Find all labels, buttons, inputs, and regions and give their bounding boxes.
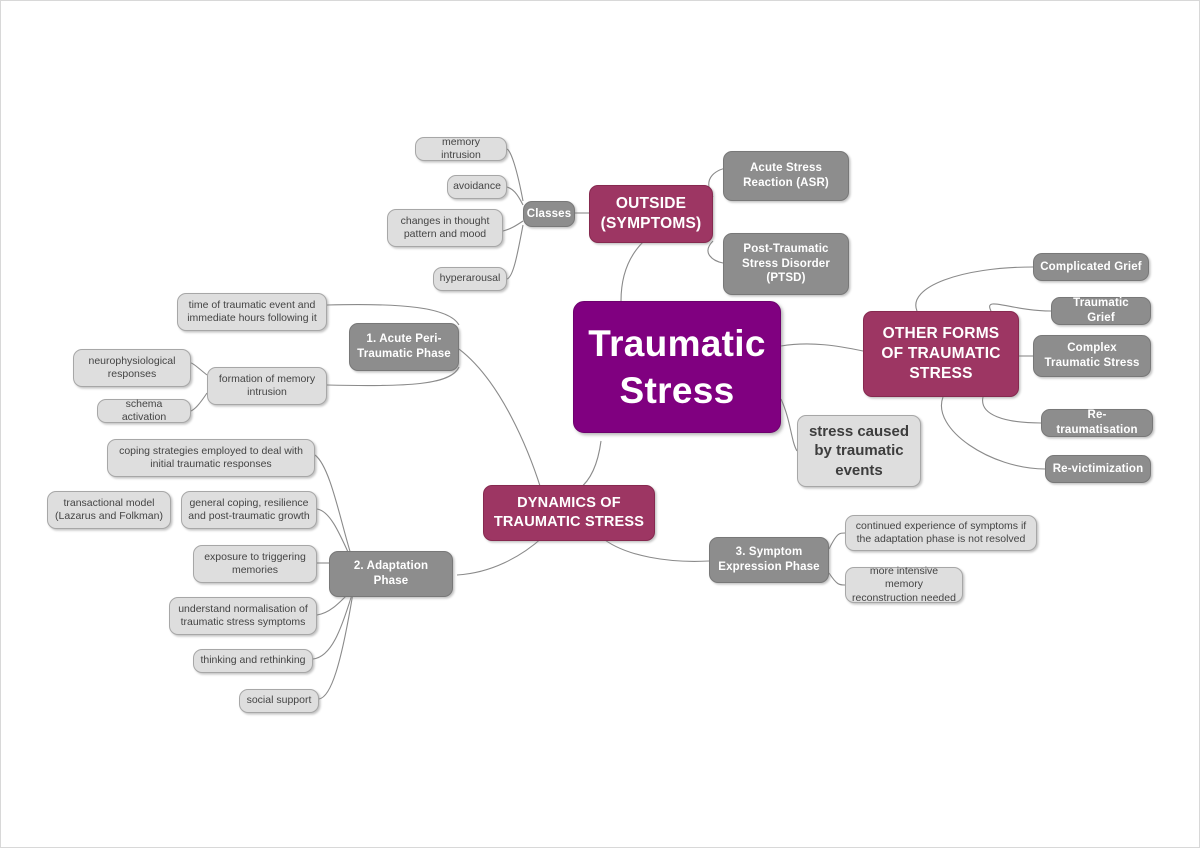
- branch-other-forms[interactable]: OTHER FORMS OF TRAUMATIC STRESS: [863, 311, 1019, 397]
- node-acute-stress-reaction[interactable]: Acute Stress Reaction (ASR): [723, 151, 849, 201]
- edge-phase3-memory: [828, 572, 846, 586]
- node-understand-normalisation[interactable]: understand normalisation of traumatic st…: [169, 597, 317, 635]
- node-thinking-rethinking[interactable]: thinking and rethinking: [193, 649, 313, 673]
- node-general-coping[interactable]: general coping, resilience and post-trau…: [181, 491, 317, 529]
- node-phase-2[interactable]: 2. Adaptation Phase: [329, 551, 453, 597]
- node-phase-1[interactable]: 1. Acute Peri-Traumatic Phase: [349, 323, 459, 371]
- node-changes-thought-mood[interactable]: changes in thought pattern and mood: [387, 209, 503, 247]
- edge-formation-neuro: [190, 362, 208, 376]
- node-classes[interactable]: Classes: [523, 201, 575, 227]
- node-complicated-grief[interactable]: Complicated Grief: [1033, 253, 1149, 281]
- node-continued-experience[interactable]: continued experience of symptoms if the …: [845, 515, 1037, 551]
- edge-dynamics-phase1: [458, 348, 542, 490]
- node-hyperarousal[interactable]: hyperarousal: [433, 267, 507, 291]
- edge-dynamics-phase2: [456, 536, 544, 576]
- edge-phase2-coping: [314, 454, 354, 562]
- node-transactional-model[interactable]: transactional model (Lazarus and Folkman…: [47, 491, 171, 529]
- edge-other-revictim: [940, 396, 1046, 470]
- node-re-victimization[interactable]: Re-victimization: [1045, 455, 1151, 483]
- node-coping-strategies[interactable]: coping strategies employed to deal with …: [107, 439, 315, 477]
- edge-other-traumaticgrief: [989, 303, 1052, 312]
- node-formation-memory-intrusion[interactable]: formation of memory intrusion: [207, 367, 327, 405]
- edge-phase2-thinking: [312, 590, 354, 660]
- node-social-support[interactable]: social support: [239, 689, 319, 713]
- edge-root-otherforms: [780, 343, 864, 352]
- node-traumatic-grief[interactable]: Traumatic Grief: [1051, 297, 1151, 325]
- edge-formation-schema: [190, 392, 208, 412]
- edge-phase3-continued: [828, 532, 846, 550]
- edge-other-retrauma: [982, 396, 1042, 424]
- node-complex-traumatic-stress[interactable]: Complex Traumatic Stress: [1033, 335, 1151, 377]
- edge-outside-ptsd: [707, 240, 724, 264]
- edge-phase1-time: [326, 303, 460, 326]
- node-time-of-traumatic-event[interactable]: time of traumatic event and immediate ho…: [177, 293, 327, 331]
- node-memory-intrusion[interactable]: memory intrusion: [415, 136, 507, 161]
- node-re-traumatisation[interactable]: Re-traumatisation: [1041, 409, 1153, 437]
- edge-classes-memory: [506, 148, 524, 202]
- root-node[interactable]: Traumatic Stress: [573, 301, 781, 433]
- edge-root-dynamics: [578, 440, 602, 490]
- branch-outside-symptoms[interactable]: OUTSIDE (SYMPTOMS): [589, 185, 713, 243]
- node-exposure-triggering-memories[interactable]: exposure to triggering memories: [193, 545, 317, 583]
- branch-dynamics[interactable]: DYNAMICS OF TRAUMATIC STRESS: [483, 485, 655, 541]
- edge-other-complicated: [915, 266, 1034, 312]
- edge-classes-hyper: [506, 224, 524, 280]
- node-ptsd[interactable]: Post-Traumatic Stress Disorder (PTSD): [723, 233, 849, 295]
- node-memory-reconstruction[interactable]: more intensive memory reconstruction nee…: [845, 565, 963, 604]
- node-phase-3[interactable]: 3. Symptom Expression Phase: [709, 537, 829, 583]
- node-avoidance[interactable]: avoidance: [447, 175, 507, 199]
- node-schema-activation[interactable]: schema activation: [97, 398, 191, 423]
- edge-phase2-social: [318, 592, 354, 700]
- node-neurophysiological-responses[interactable]: neurophysiological responses: [73, 349, 191, 387]
- edge-classes-changes: [502, 220, 524, 232]
- node-definition[interactable]: stress caused by traumatic events: [797, 415, 921, 487]
- edge-classes-avoidance: [506, 186, 524, 206]
- edge-root-definition: [780, 398, 798, 452]
